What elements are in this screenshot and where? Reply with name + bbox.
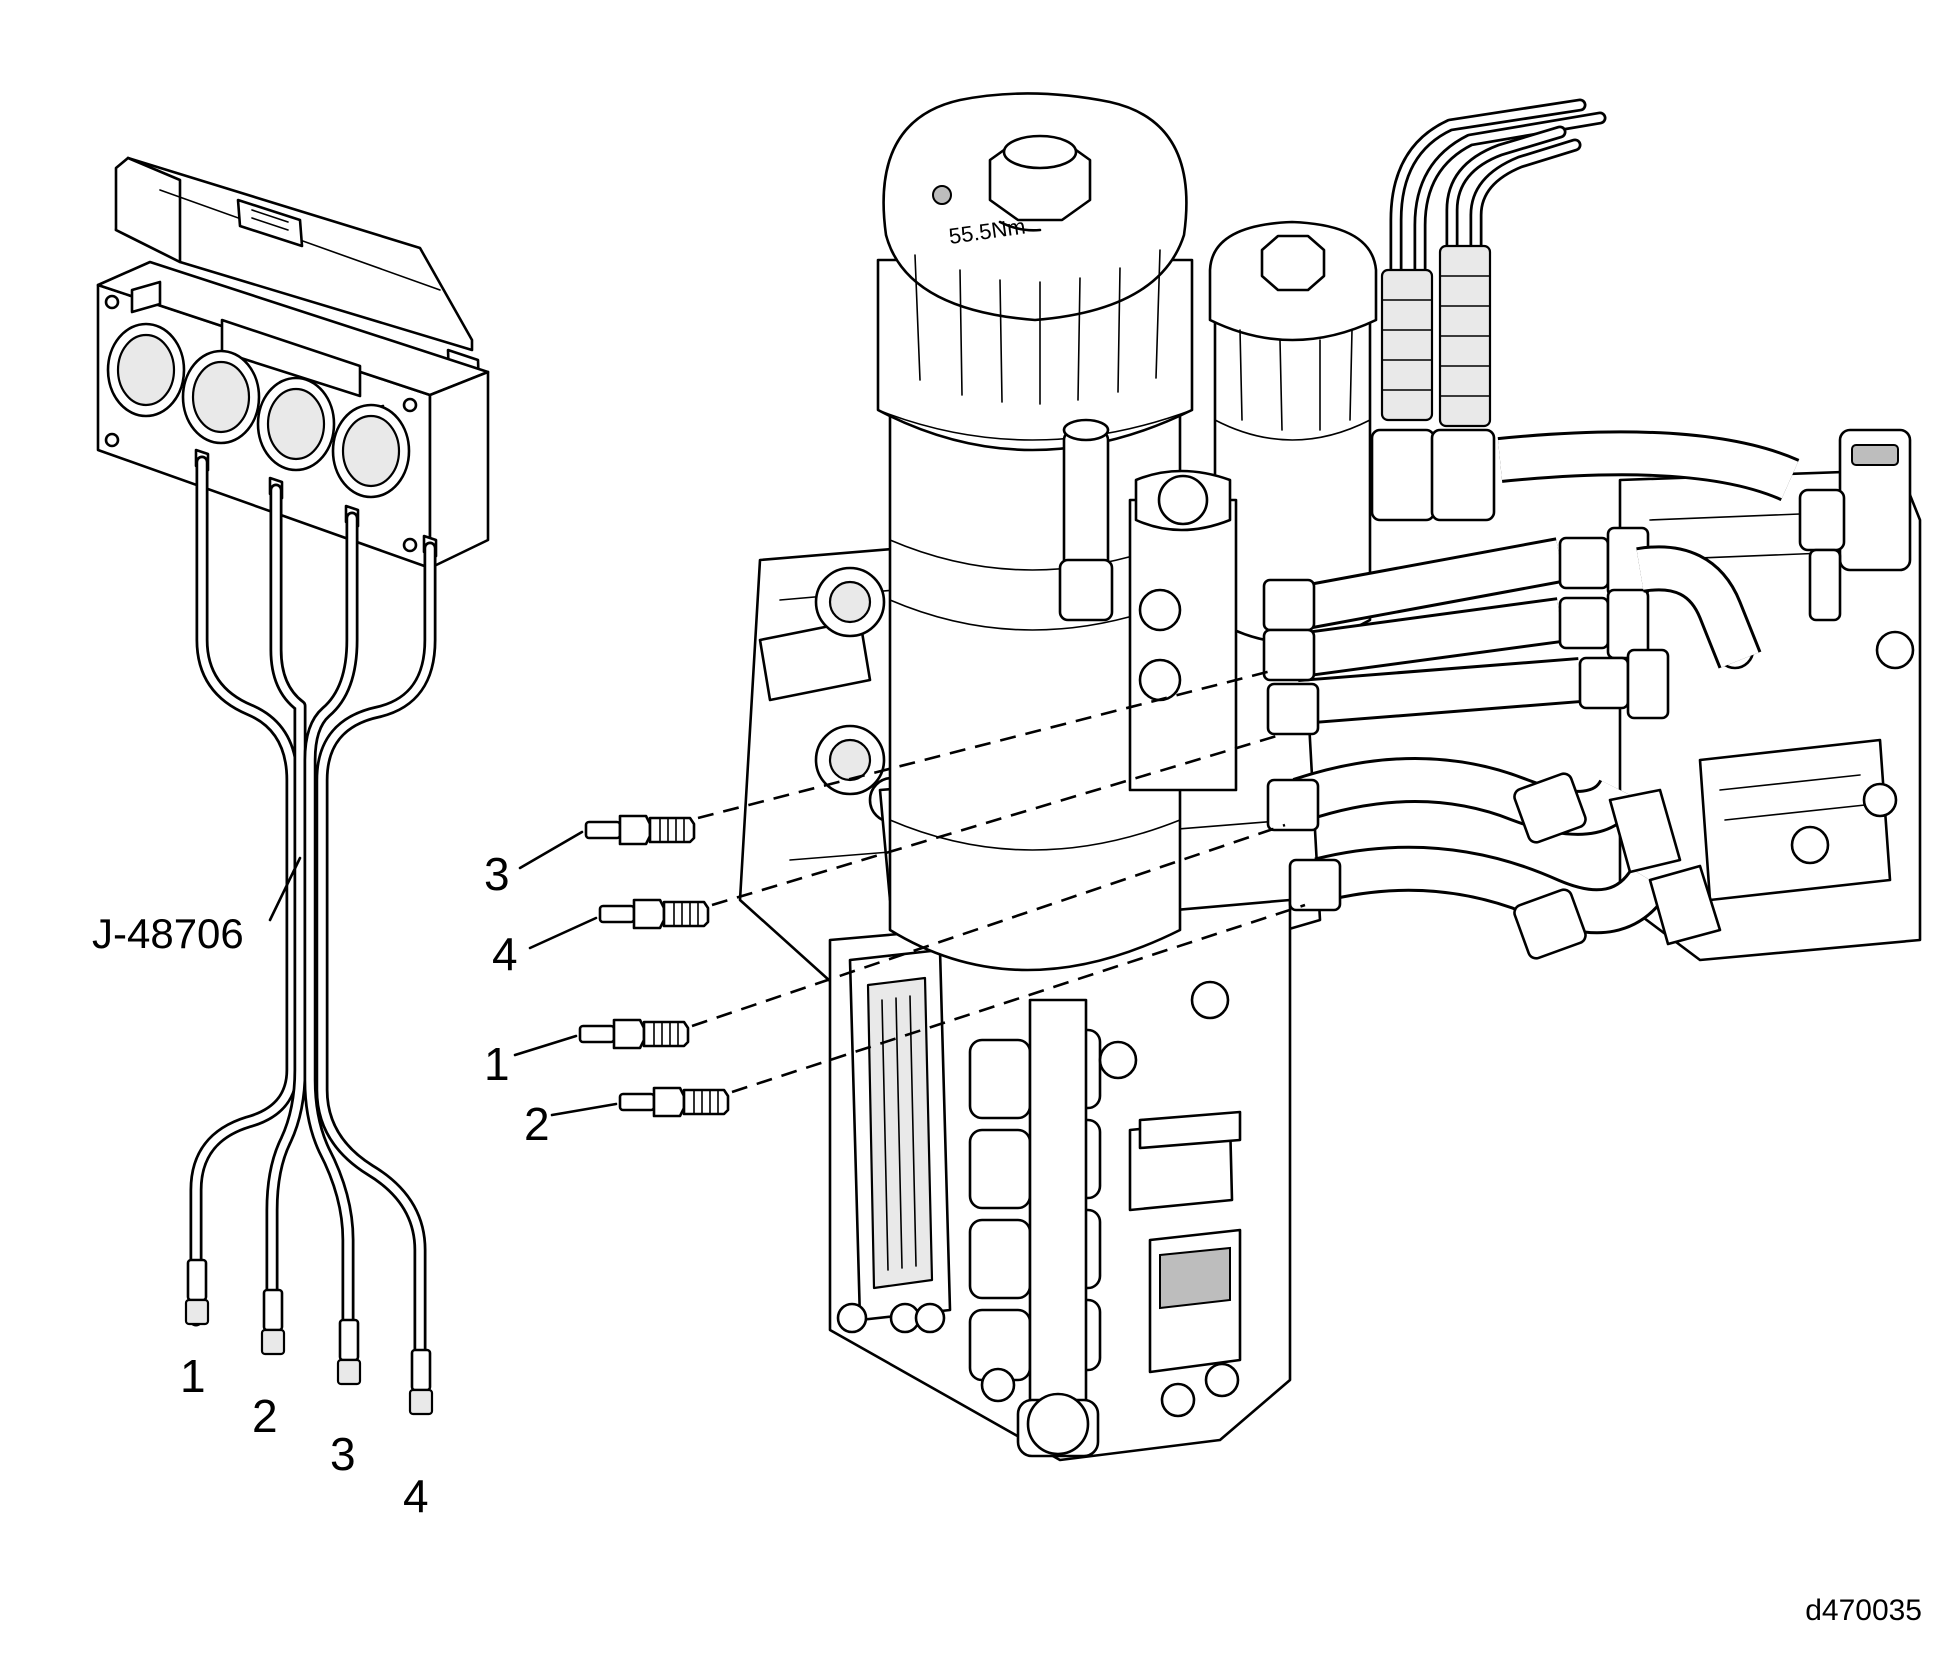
fitting-1 xyxy=(578,1018,690,1050)
fitting-label-1: 1 xyxy=(484,1038,510,1090)
figure-id: d470035 xyxy=(1805,1594,1922,1627)
test-hoses xyxy=(189,455,437,1407)
fitting-label-2: 2 xyxy=(524,1098,550,1150)
dash-line-1 xyxy=(691,823,1286,1028)
fuel-module-assembly: 55.5Nm xyxy=(738,92,1922,1462)
hose-end-label-1: 1 xyxy=(180,1350,206,1402)
hose-end-label-4: 4 xyxy=(403,1470,429,1522)
connector-pins xyxy=(881,995,917,1271)
fitting-label-3: 3 xyxy=(484,848,510,900)
fitting-3 xyxy=(584,814,696,846)
leader-lines xyxy=(268,830,618,1117)
dash-line-2 xyxy=(731,903,1306,1094)
cap-ribs xyxy=(914,249,1161,405)
hose-couplers xyxy=(184,1258,434,1416)
fitting-2 xyxy=(618,1086,730,1118)
fitting-label-4: 4 xyxy=(492,928,518,980)
hose-end-label-3: 3 xyxy=(330,1428,356,1480)
hose-end-label-2: 2 xyxy=(252,1390,278,1442)
dash-line-4 xyxy=(711,733,1281,907)
dash-line-3 xyxy=(697,668,1276,820)
tool-label: J-48706 xyxy=(92,910,244,957)
test-fittings xyxy=(578,668,1306,1118)
fitting-4 xyxy=(598,898,710,930)
gauge-manifold-tool xyxy=(96,156,490,570)
labels: J-48706 1 2 3 4 3 4 1 2 d470035 xyxy=(92,848,1922,1627)
secondary-cap-ribs xyxy=(1239,329,1353,431)
